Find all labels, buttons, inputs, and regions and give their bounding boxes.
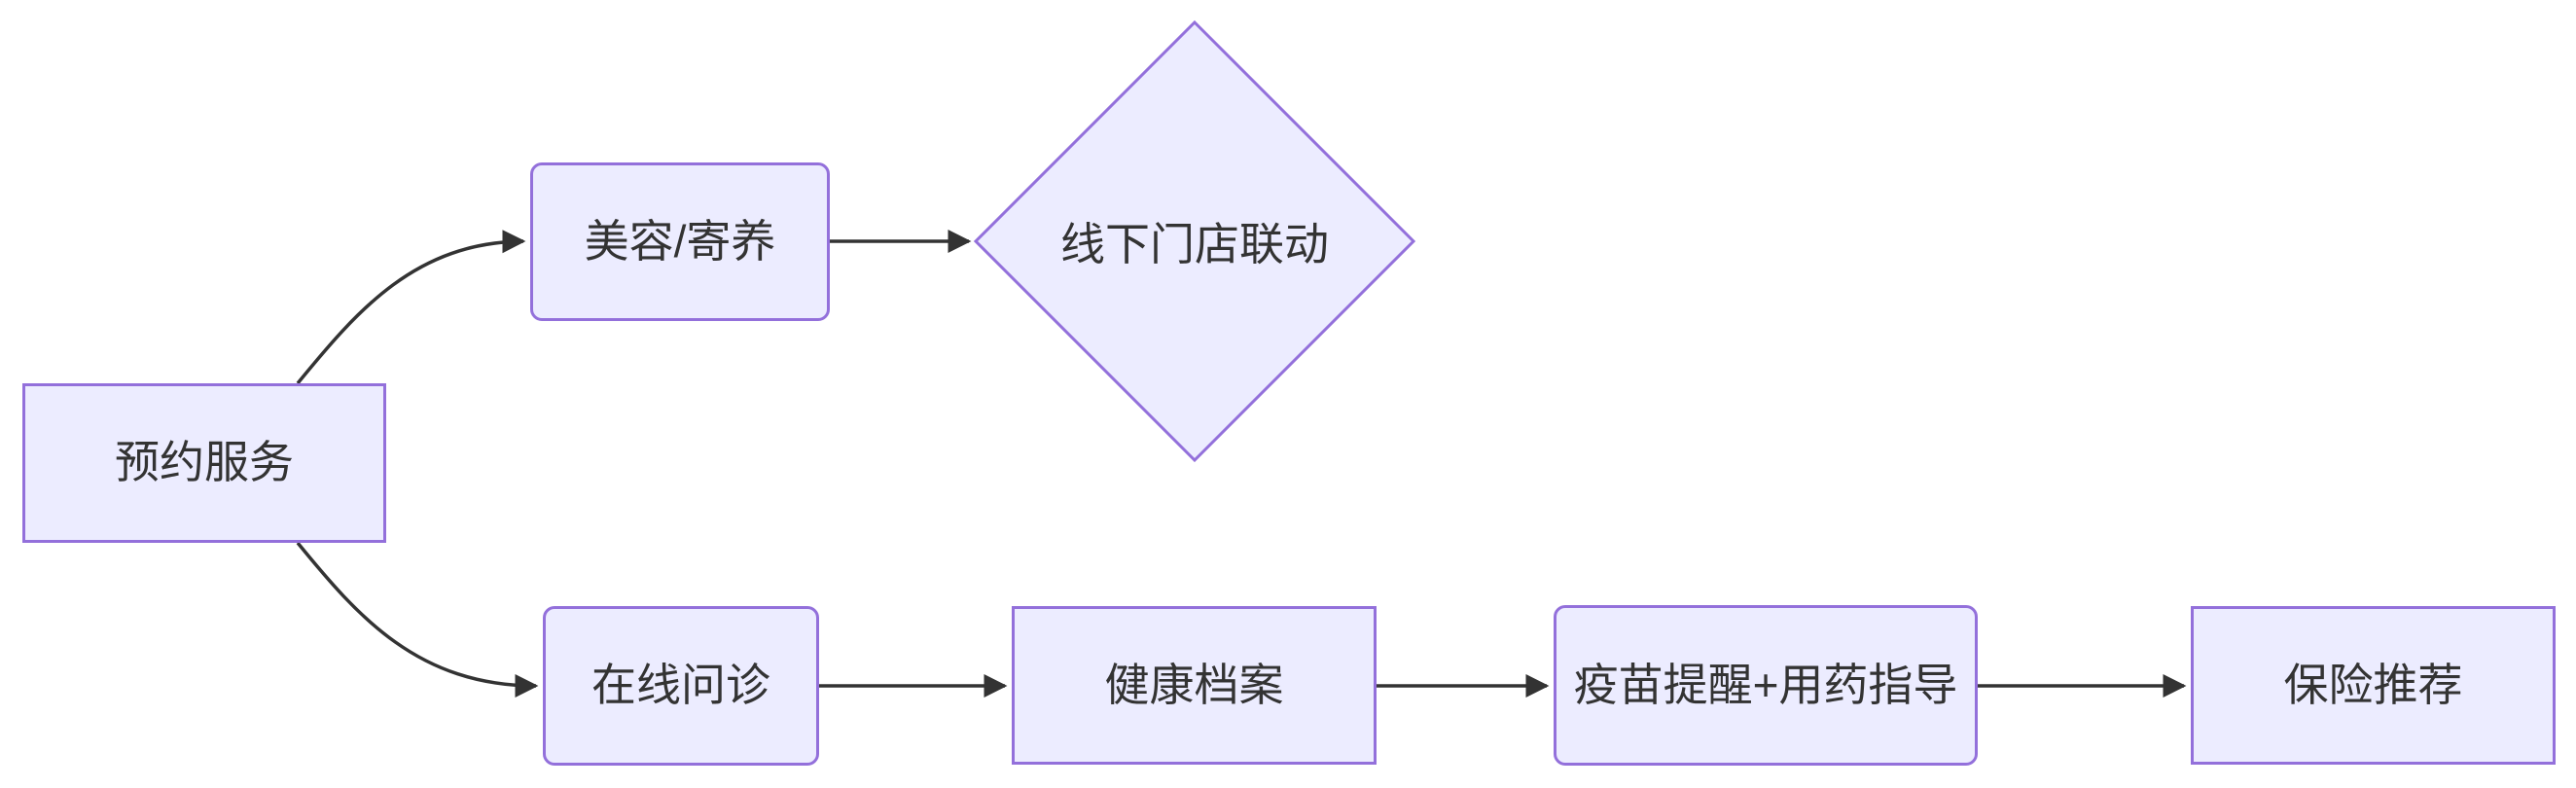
node-booking-service: 预约服务 <box>22 383 386 543</box>
node-grooming-boarding: 美容/寄养 <box>530 162 830 321</box>
edge-booking-to-consult <box>296 541 539 698</box>
node-label: 美容/寄养 <box>584 215 776 267</box>
node-label: 疫苗提醒+用药指导 <box>1573 659 1958 710</box>
node-offline-store-label: 线下门店联动 <box>1060 219 1329 269</box>
node-label: 在线问诊 <box>591 660 770 711</box>
node-label: 预约服务 <box>115 437 294 488</box>
node-vaccine-medication: 疫苗提醒+用药指导 <box>1554 605 1978 766</box>
node-label: 保险推荐 <box>2283 659 2463 710</box>
node-health-records: 健康档案 <box>1012 606 1377 765</box>
node-label: 健康档案 <box>1104 659 1284 710</box>
node-online-consult: 在线问诊 <box>543 606 819 766</box>
node-offline-store-diamond <box>973 19 1416 463</box>
edge-booking-to-grooming <box>296 230 526 385</box>
node-insurance-recommend: 保险推荐 <box>2191 606 2556 765</box>
